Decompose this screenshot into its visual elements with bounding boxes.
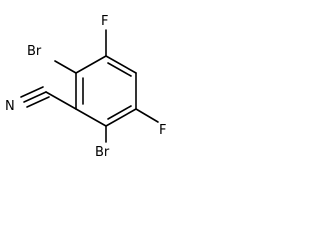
atom-label-f-top: F bbox=[101, 14, 108, 29]
ring-double-bond-inner-top bbox=[107, 62, 132, 77]
ring-double-bond-inner-bottom bbox=[107, 105, 132, 120]
atom-label-n-nitrile: N bbox=[5, 99, 15, 114]
ring-bond-c4-c5 bbox=[75, 108, 107, 127]
benzene-ring bbox=[75, 55, 137, 127]
nitrile-triple-bond bbox=[20, 86, 50, 108]
ring-bond-c3-c4 bbox=[105, 108, 137, 127]
bond-c6-br-top bbox=[54, 60, 77, 74]
atom-label-br-bottom: Br bbox=[95, 145, 110, 160]
atom-label-br-top: Br bbox=[27, 44, 42, 59]
ring-bond-c6-c1 bbox=[75, 55, 107, 74]
atom-label-f-right: F bbox=[159, 123, 166, 138]
bond-c5-cn bbox=[45, 91, 77, 110]
structure-diagram: Br F F Br N bbox=[5, 14, 166, 160]
bond-c3-f-right bbox=[135, 108, 159, 123]
ring-bond-c1-c2 bbox=[105, 55, 137, 74]
